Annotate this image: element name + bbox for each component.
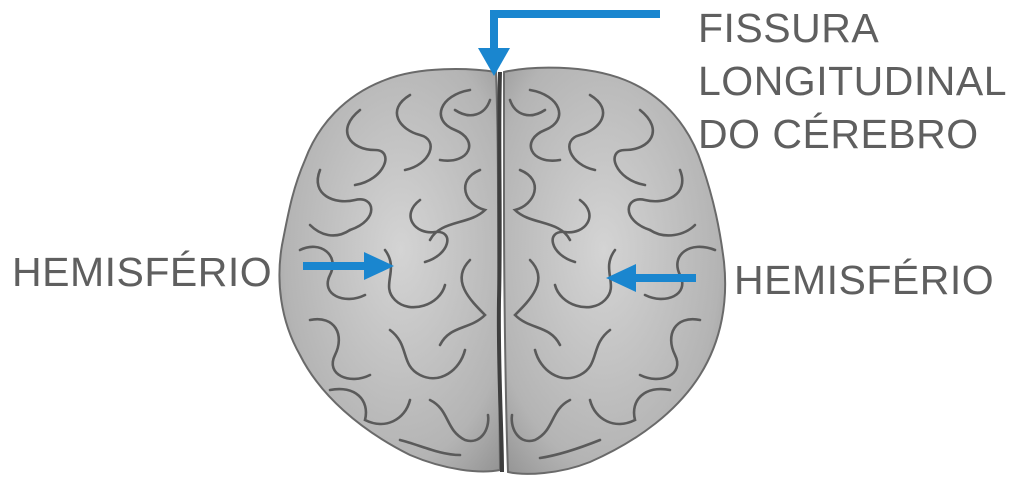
fissure-arrow bbox=[478, 14, 660, 76]
fissure-label: FISSURA LONGITUDINAL DO CÉREBRO bbox=[698, 2, 1007, 161]
fissure-label-line-1: FISSURA bbox=[698, 2, 1007, 55]
longitudinal-fissure bbox=[499, 72, 502, 472]
left-hemisphere-label: HEMISFÉRIO bbox=[12, 246, 272, 299]
right-hemisphere-label: HEMISFÉRIO bbox=[734, 254, 994, 307]
fissure-label-line-2: LONGITUDINAL bbox=[698, 55, 1007, 108]
fissure-label-line-3: DO CÉREBRO bbox=[698, 108, 1007, 161]
